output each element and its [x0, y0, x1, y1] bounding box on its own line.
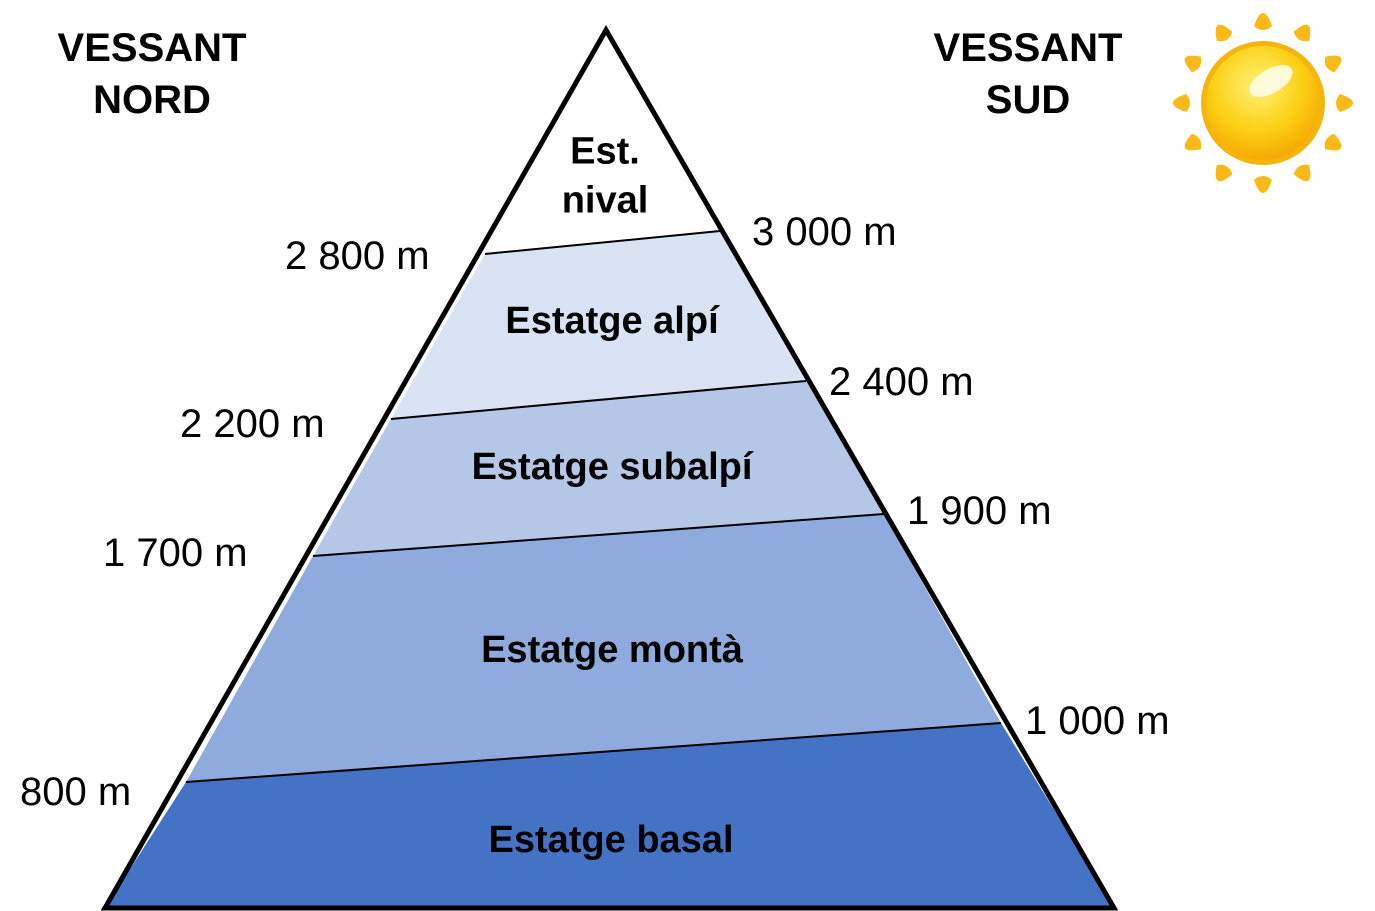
band-subalpine-label: Estatge subalpí	[471, 446, 753, 488]
band-boundaries	[185, 230, 1002, 783]
heading-south-line2: SUD	[985, 78, 1071, 122]
mountain-outline	[100, 24, 1119, 911]
band-montane-label: Estatge montà	[481, 629, 743, 671]
altitude-south-3000: 3 000 m	[752, 210, 897, 254]
heading-south-slope: VESSANT SUD	[928, 22, 1128, 126]
sun-rays	[1173, 13, 1353, 193]
altitude-south-1900: 1 900 m	[907, 489, 1052, 533]
heading-north-slope: VESSANT NORD	[52, 22, 252, 126]
heading-north-line2: NORD	[93, 78, 211, 122]
heading-north-line1: VESSANT	[57, 26, 247, 70]
boundary-subalpine-alpine	[390, 380, 807, 420]
band-basal-label: Estatge basal	[488, 819, 734, 861]
band-basal-area	[105, 723, 1114, 908]
sun-icon	[1173, 13, 1353, 193]
altitude-north-2800: 2 800 m	[285, 234, 430, 278]
sun-highlight	[1249, 65, 1293, 97]
band-alpine-label: Estatge alpí	[505, 300, 719, 342]
boundary-basal-montane	[185, 722, 1002, 783]
band-nival-line2: nival	[561, 180, 649, 222]
band-nival-area	[485, 30, 720, 254]
altitude-south-1000: 1 000 m	[1025, 699, 1170, 743]
boundary-montane-subalpine	[312, 513, 885, 557]
band-nival-label: Est. nival	[562, 128, 649, 227]
altitude-north-1700: 1 700 m	[103, 531, 248, 575]
boundary-alpine-nival	[484, 230, 721, 255]
band-nival-line1: Est.	[570, 130, 640, 173]
band-alpine-area	[391, 231, 806, 419]
heading-south-line1: VESSANT	[933, 26, 1123, 70]
sun-core	[1206, 46, 1320, 160]
band-montane-area	[186, 514, 1001, 782]
altitude-south-2400: 2 400 m	[829, 360, 974, 404]
band-subalpine-area	[313, 381, 884, 556]
altitude-north-800: 800 m	[20, 770, 132, 814]
altitude-north-2200: 2 200 m	[180, 402, 325, 446]
